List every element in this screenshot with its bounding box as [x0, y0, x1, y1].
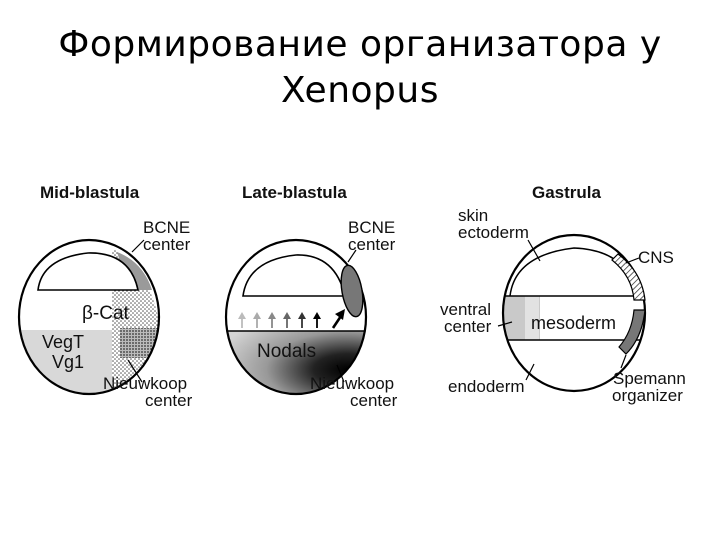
spemann-label-1: Spemann — [613, 369, 686, 388]
late-bcne-region — [340, 264, 364, 318]
slide-title-line-2: Xenopus — [281, 70, 439, 111]
late-blastula-embryo — [224, 238, 368, 396]
late-nieuwkoop-label-1: Nieuwkoop — [310, 374, 394, 393]
gastrula-embryo-fill — [503, 247, 645, 341]
late-bcne-label-1: BCNE — [348, 218, 395, 237]
cns-label: CNS — [638, 248, 674, 267]
mid-blastula-embryo — [17, 238, 161, 396]
mid-blastula-heading: Mid-blastula — [40, 183, 140, 202]
mid-nieuwkoop-label-2: center — [145, 391, 193, 410]
ventral-label-1: ventral — [440, 300, 491, 319]
skin-label-2: ectoderm — [458, 223, 529, 242]
slide-title-line-1: Формирование организатора у — [58, 24, 662, 65]
late-bcne-label-2: center — [348, 235, 396, 254]
panel-late-blastula: Late-blastula — [224, 183, 398, 410]
nodal-signal-arrows — [238, 309, 345, 329]
skin-label-1: skin — [458, 206, 488, 225]
late-blastula-heading: Late-blastula — [242, 183, 347, 202]
gastrula-heading: Gastrula — [532, 183, 602, 202]
spemann-label-2: organizer — [612, 386, 683, 405]
spemann-organizer-region — [618, 309, 646, 355]
panel-gastrula: Gastrula skin ectoderm CNS ventral cente… — [440, 183, 686, 405]
mesoderm-label: mesoderm — [531, 313, 616, 333]
nodals-label: Nodals — [257, 341, 316, 362]
slide-title: Формирование организатора у Xenopus — [0, 22, 720, 114]
vegt-label: VegT — [42, 332, 84, 352]
vg1-label: Vg1 — [52, 352, 84, 372]
beta-cat-label: β-Cat — [82, 303, 130, 324]
mid-bcne-label-1: BCNE — [143, 218, 190, 237]
panel-mid-blastula: Mid-blastula BCNE center β-Cat VegT Vg1 … — [17, 183, 193, 410]
mid-bcne-label-2: center — [143, 235, 191, 254]
late-nieuwkoop-label-2: center — [350, 391, 398, 410]
mid-nieuwkoop-label-1: Nieuwkoop — [103, 374, 187, 393]
cns-region — [611, 253, 646, 301]
ventral-label-2: center — [444, 317, 492, 336]
endoderm-label: endoderm — [448, 377, 525, 396]
